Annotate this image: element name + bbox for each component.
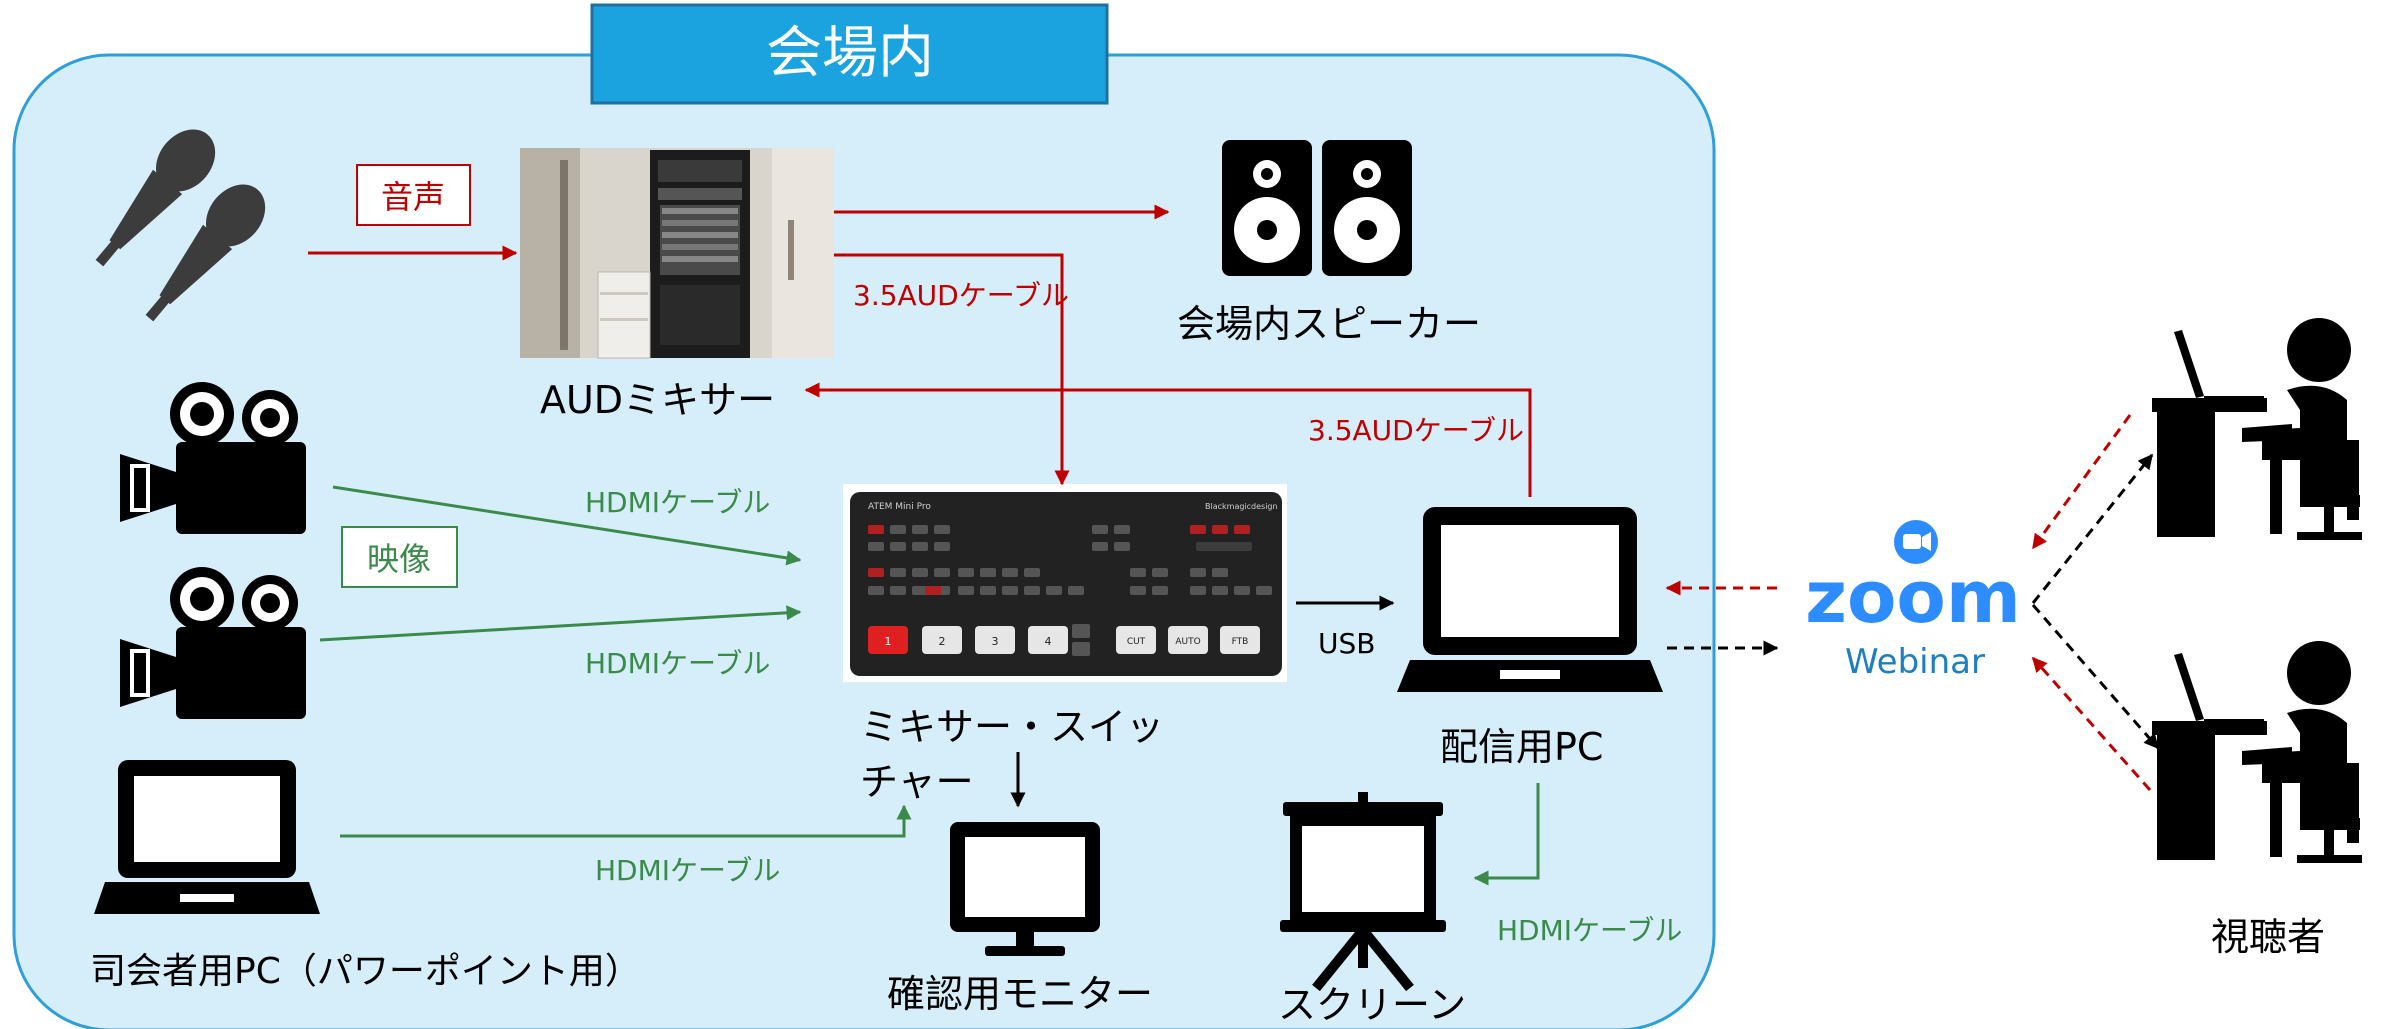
venue-title-box — [590, 3, 1109, 105]
switcher-model: ATEM Mini Pro — [868, 502, 931, 512]
switcher-input-2: 2 — [939, 635, 946, 648]
zoom-to-viewer1-arrow — [2031, 453, 2154, 604]
cable-hdmi-presenter: HDMIケーブル — [595, 854, 780, 887]
zoom-to-viewer2-arrow — [2031, 604, 2160, 750]
streaming-pc-label: 配信用PC — [1440, 725, 1603, 769]
switcher-photo: ATEM Mini Pro Blackmagicdesign — [843, 484, 1287, 682]
monitor-icon — [950, 822, 1100, 956]
confirm-monitor-label: 確認用モニター — [887, 972, 1153, 1016]
viewer-at-desk-icon — [2152, 641, 2362, 863]
projector-screen-icon — [1280, 792, 1446, 992]
screen-label: スクリーン — [1278, 983, 1466, 1027]
zoom-camera-icon — [1894, 520, 1938, 564]
switcher-cut: CUT — [1127, 637, 1146, 647]
switcher-label-line2: チャー — [860, 760, 974, 804]
viewers-label: 視聴者 — [2211, 915, 2325, 959]
mixer-to-switcher-arrow — [834, 253, 1070, 486]
presenter-pc-label: 司会者用PC（パワーポイント用） — [90, 951, 641, 992]
camera2-to-switcher-arrow — [319, 605, 802, 642]
microphone-icon — [95, 129, 266, 322]
switcher-brand: Blackmagicdesign — [1205, 502, 1278, 511]
zoom-product: Webinar — [1845, 642, 1985, 682]
cable-hdmi-camera2: HDMIケーブル — [585, 647, 770, 680]
audio-tag-box — [356, 164, 471, 226]
video-tag: 映像 — [367, 540, 431, 578]
cable-hdmi-camera1: HDMIケーブル — [585, 486, 770, 519]
switcher-input-1: 1 — [885, 635, 892, 648]
video-camera-icon — [120, 567, 306, 719]
switcher-ftb: FTB — [1232, 637, 1249, 647]
zoom-logo: zoom — [1805, 555, 2021, 639]
viewer-at-desk-icon — [2152, 318, 2362, 540]
switcher-input-4: 4 — [1045, 635, 1052, 648]
cable-pc-to-aud: 3.5AUDケーブル — [1308, 414, 1524, 447]
switcher-input-3: 3 — [992, 635, 999, 648]
switcher-label-line1: ミキサー・スイッ — [860, 705, 1164, 749]
cable-aud-to-switcher: 3.5AUDケーブル — [853, 279, 1069, 312]
cable-hdmi-screen: HDMIケーブル — [1497, 914, 1682, 947]
speaker-icon — [1222, 140, 1412, 276]
laptop-icon — [1397, 507, 1663, 692]
viewer1-to-zoom-arrow — [2031, 414, 2132, 550]
camera1-to-switcher-arrow — [332, 485, 802, 566]
switcher-auto: AUTO — [1175, 637, 1200, 647]
cable-usb: USB — [1318, 627, 1375, 660]
video-camera-icon — [120, 382, 306, 534]
audio-tag: 音声 — [381, 178, 445, 216]
aud-mixer-photo — [520, 148, 834, 359]
venue-title: 会場内 — [766, 21, 934, 86]
aud-mixer-label: AUDミキサー — [540, 378, 775, 422]
video-tag-box — [341, 526, 458, 588]
viewer2-to-zoom-arrow — [2031, 656, 2152, 791]
presenter-to-switcher-arrow — [340, 804, 912, 838]
pc-to-mixer-arrow — [804, 382, 1532, 497]
pc-to-screen-arrow — [1473, 783, 1540, 886]
laptop-icon — [94, 760, 320, 914]
venue-speaker-label: 会場内スピーカー — [1177, 302, 1481, 346]
